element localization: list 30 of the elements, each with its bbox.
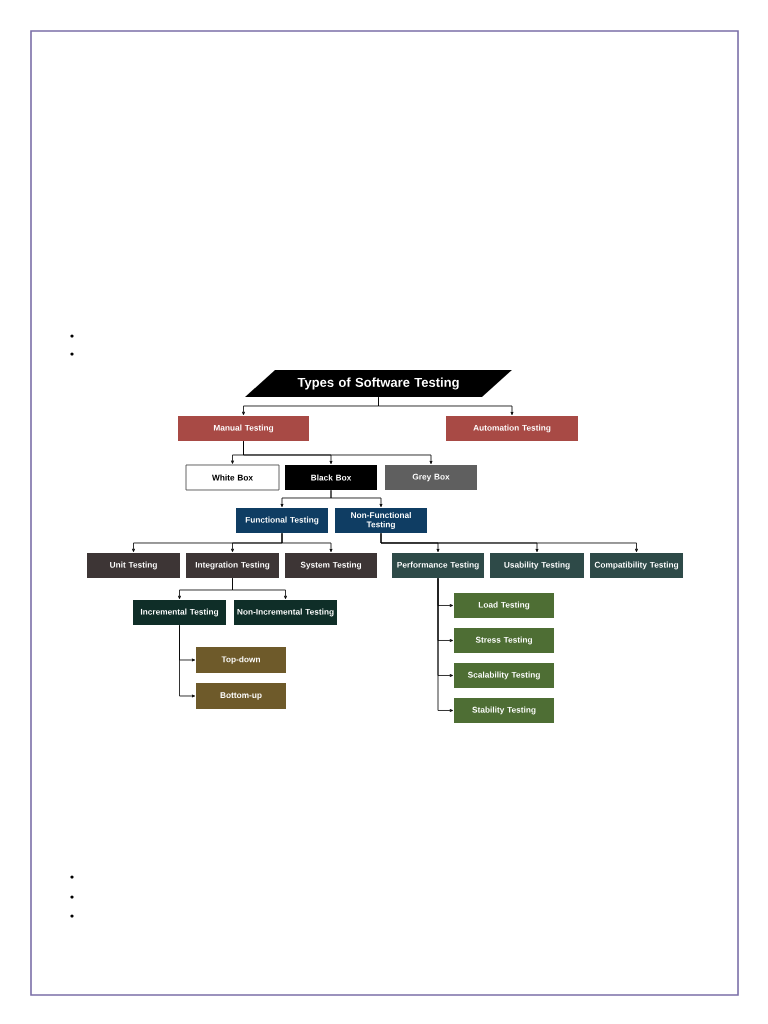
connector-arrow (380, 532, 638, 553)
category-box: Integration Testing (186, 553, 279, 578)
category-box: Automation Testing (446, 416, 578, 441)
category-box: Stress Testing (454, 628, 554, 653)
category-box: Top-down (196, 647, 286, 673)
connector-arrow (330, 489, 383, 508)
category-box: White Box (185, 464, 280, 491)
category-box: Black Box (285, 465, 377, 490)
category-box: Non-Functional Testing (335, 508, 427, 533)
connector-arrow (179, 624, 196, 698)
category-box: System Testing (285, 553, 377, 578)
connector-arrow (243, 440, 433, 465)
category-box: Scalability Testing (454, 663, 554, 688)
connector-arrow (281, 532, 333, 553)
connector-arrow (437, 577, 454, 712)
category-box: Unit Testing (87, 553, 180, 578)
category-box: Bottom-up (196, 683, 286, 709)
category-box: Load Testing (454, 593, 554, 618)
category-box: Grey Box (385, 465, 477, 490)
title-parallelogram: Types of Software Testing (245, 370, 512, 397)
category-box: Manual Testing (178, 416, 309, 441)
connector-arrow (378, 396, 514, 416)
category-box: Non-Incremental Testing (234, 600, 337, 625)
category-box: Stability Testing (454, 698, 554, 723)
connector-arrow (232, 577, 287, 600)
category-box: Usability Testing (490, 553, 584, 578)
category-box: Compatibility Testing (590, 553, 683, 578)
category-box: Functional Testing (236, 508, 328, 533)
category-box: Performance Testing (392, 553, 484, 578)
category-box: Incremental Testing (133, 600, 226, 625)
